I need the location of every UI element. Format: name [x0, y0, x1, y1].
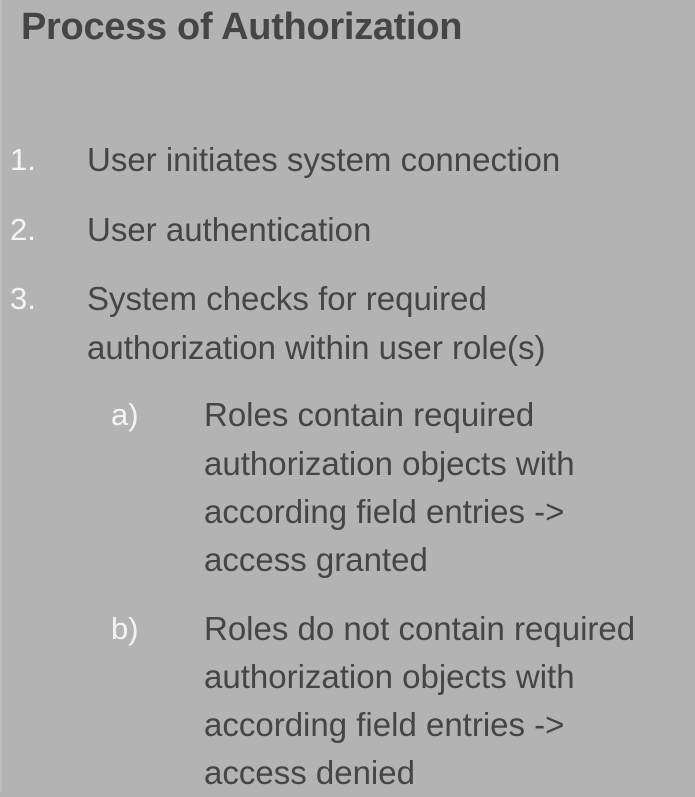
step-marker: 2. — [10, 212, 36, 247]
substep-marker: b) — [111, 611, 139, 646]
substep-text-line: access denied — [204, 754, 415, 791]
substep-text-line: Roles do not contain required — [204, 610, 636, 647]
substep-marker: a) — [111, 397, 139, 432]
substep-text-line: access granted — [204, 541, 428, 578]
substep-text-line: according field entries -> — [204, 706, 565, 743]
substep-text-line: Roles contain required — [204, 396, 535, 433]
step-text-line: authorization within user role(s) — [87, 329, 546, 366]
step-text: User authentication — [87, 211, 372, 248]
step-text-line: System checks for required — [87, 280, 487, 317]
substep-text-line: authorization objects with — [204, 658, 575, 695]
step-marker: 3. — [10, 281, 36, 316]
substep-text-line: authorization objects with — [204, 445, 575, 482]
step-text: User initiates system connection — [87, 141, 561, 178]
step-marker: 1. — [10, 142, 36, 177]
substep-text-line: according field entries -> — [204, 493, 565, 530]
slide-title: Process of Authorization — [21, 6, 463, 48]
slide-left-edge — [0, 0, 2, 793]
